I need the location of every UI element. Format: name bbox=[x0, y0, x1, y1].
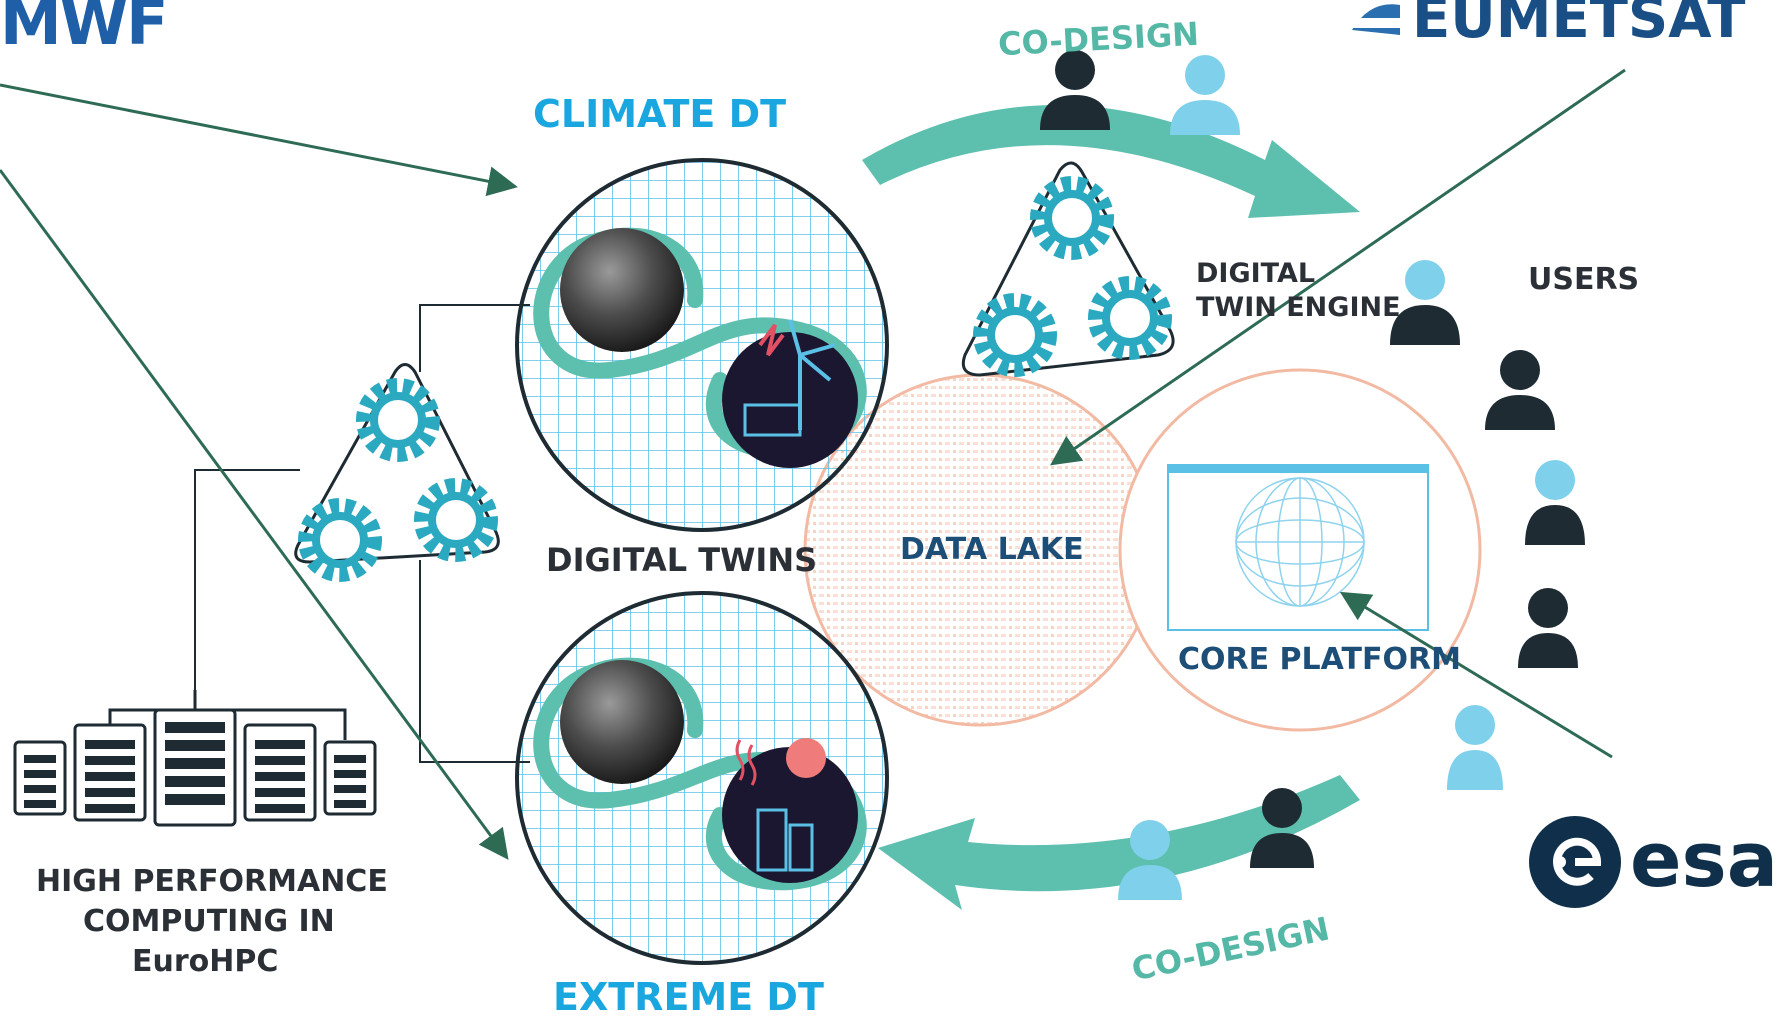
earth-icon bbox=[560, 660, 684, 784]
person-icon bbox=[1485, 350, 1555, 430]
person-icon bbox=[1250, 788, 1314, 868]
core-platform-label: CORE PLATFORM bbox=[1178, 642, 1461, 677]
digital-twin-engine-label-line2: TWIN ENGINE bbox=[1196, 292, 1401, 323]
person-icon bbox=[1118, 820, 1182, 900]
esa-logo-text: esa bbox=[1630, 815, 1779, 904]
extreme-dt-label: EXTREME DT bbox=[553, 975, 824, 1019]
gear-icon bbox=[973, 293, 1057, 377]
globe-wireframe-icon bbox=[1235, 477, 1365, 607]
core-platform-circle bbox=[1118, 368, 1482, 732]
browser-window-icon bbox=[1167, 464, 1429, 631]
climate-dt-globe bbox=[515, 158, 889, 532]
person-icon bbox=[1170, 55, 1240, 135]
data-lake-label: DATA LAKE bbox=[900, 532, 1084, 567]
person-icon bbox=[1390, 260, 1460, 345]
gear-icon bbox=[298, 498, 382, 582]
person-icon bbox=[1040, 50, 1110, 130]
user-icons bbox=[1040, 50, 1585, 900]
digital-twins-gear-group bbox=[294, 363, 500, 582]
person-icon bbox=[1518, 588, 1578, 668]
server-rack-group bbox=[13, 690, 377, 827]
connector-lines bbox=[194, 304, 530, 763]
gear-icon bbox=[356, 378, 440, 462]
digital-twins-label: DIGITAL TWINS bbox=[546, 541, 818, 579]
gear-icon bbox=[1088, 276, 1172, 360]
wind-turbine-icon bbox=[722, 319, 858, 468]
extreme-dt-globe bbox=[515, 591, 889, 965]
digital-twin-engine-label-line1: DIGITAL bbox=[1196, 258, 1316, 289]
person-icon bbox=[1525, 460, 1585, 545]
city-heat-icon bbox=[722, 738, 858, 883]
gear-icon bbox=[1030, 176, 1114, 260]
hpc-label-line2: COMPUTING IN bbox=[83, 904, 335, 939]
digital-twin-engine-gear-group bbox=[961, 161, 1175, 377]
users-label: USERS bbox=[1528, 262, 1640, 297]
ecmwf-logo-text: MWF bbox=[0, 0, 168, 59]
eumetsat-logo-emblem bbox=[1352, 4, 1404, 35]
earth-icon bbox=[560, 228, 684, 352]
esa-logo-emblem bbox=[1529, 816, 1621, 908]
climate-dt-label: CLIMATE DT bbox=[533, 92, 787, 136]
gear-icon bbox=[414, 478, 498, 562]
co-design-top-arrow bbox=[862, 105, 1360, 218]
eumetsat-logo-text: EUMETSAT bbox=[1412, 0, 1746, 51]
hpc-label-line1: HIGH PERFORMANCE bbox=[36, 864, 388, 899]
person-icon bbox=[1447, 705, 1503, 790]
hpc-label-line3: EuroHPC bbox=[132, 944, 279, 979]
co-design-bottom-arrow bbox=[878, 775, 1360, 910]
pointer-arrows bbox=[0, 68, 1626, 860]
